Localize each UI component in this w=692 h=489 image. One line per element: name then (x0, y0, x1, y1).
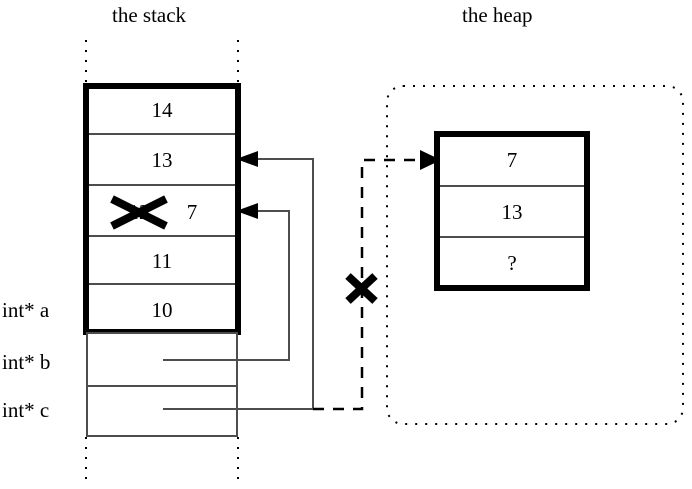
stack-cell-value-3: 11 (151, 249, 173, 273)
stack-pointer-box (86, 332, 238, 437)
variable-label-c: int* c (2, 398, 50, 422)
heap-region-outline (386, 85, 684, 425)
stack-title: the stack (112, 3, 187, 27)
pointer-c-arrow (163, 151, 314, 410)
heap-pointer-dashed-arrow (313, 150, 441, 411)
variable-label-a: int* a (2, 298, 50, 322)
stack-cell-value-2: 7 (186, 200, 198, 224)
variable-label-b: int* b (2, 350, 51, 374)
stack-cell-value-1: 13 (151, 148, 173, 172)
heap-cell-value-1: 13 (501, 200, 523, 224)
heap-title: the heap (462, 3, 533, 27)
heap-cell-value-0: 7 (506, 148, 518, 172)
heap-block-box (434, 131, 590, 291)
struck-heap-pointer-x-mark (345, 273, 378, 304)
heap-cell-value-2: ? (507, 251, 517, 275)
stack-cell-struck-value-2: 12 (128, 200, 150, 224)
stack-cell-value-4: 10 (151, 298, 173, 322)
pointer-b-arrow (163, 203, 290, 361)
stack-cell-value-0: 14 (151, 98, 173, 122)
stack-frame-box (83, 83, 241, 335)
struck-value-x-mark (110, 195, 168, 230)
